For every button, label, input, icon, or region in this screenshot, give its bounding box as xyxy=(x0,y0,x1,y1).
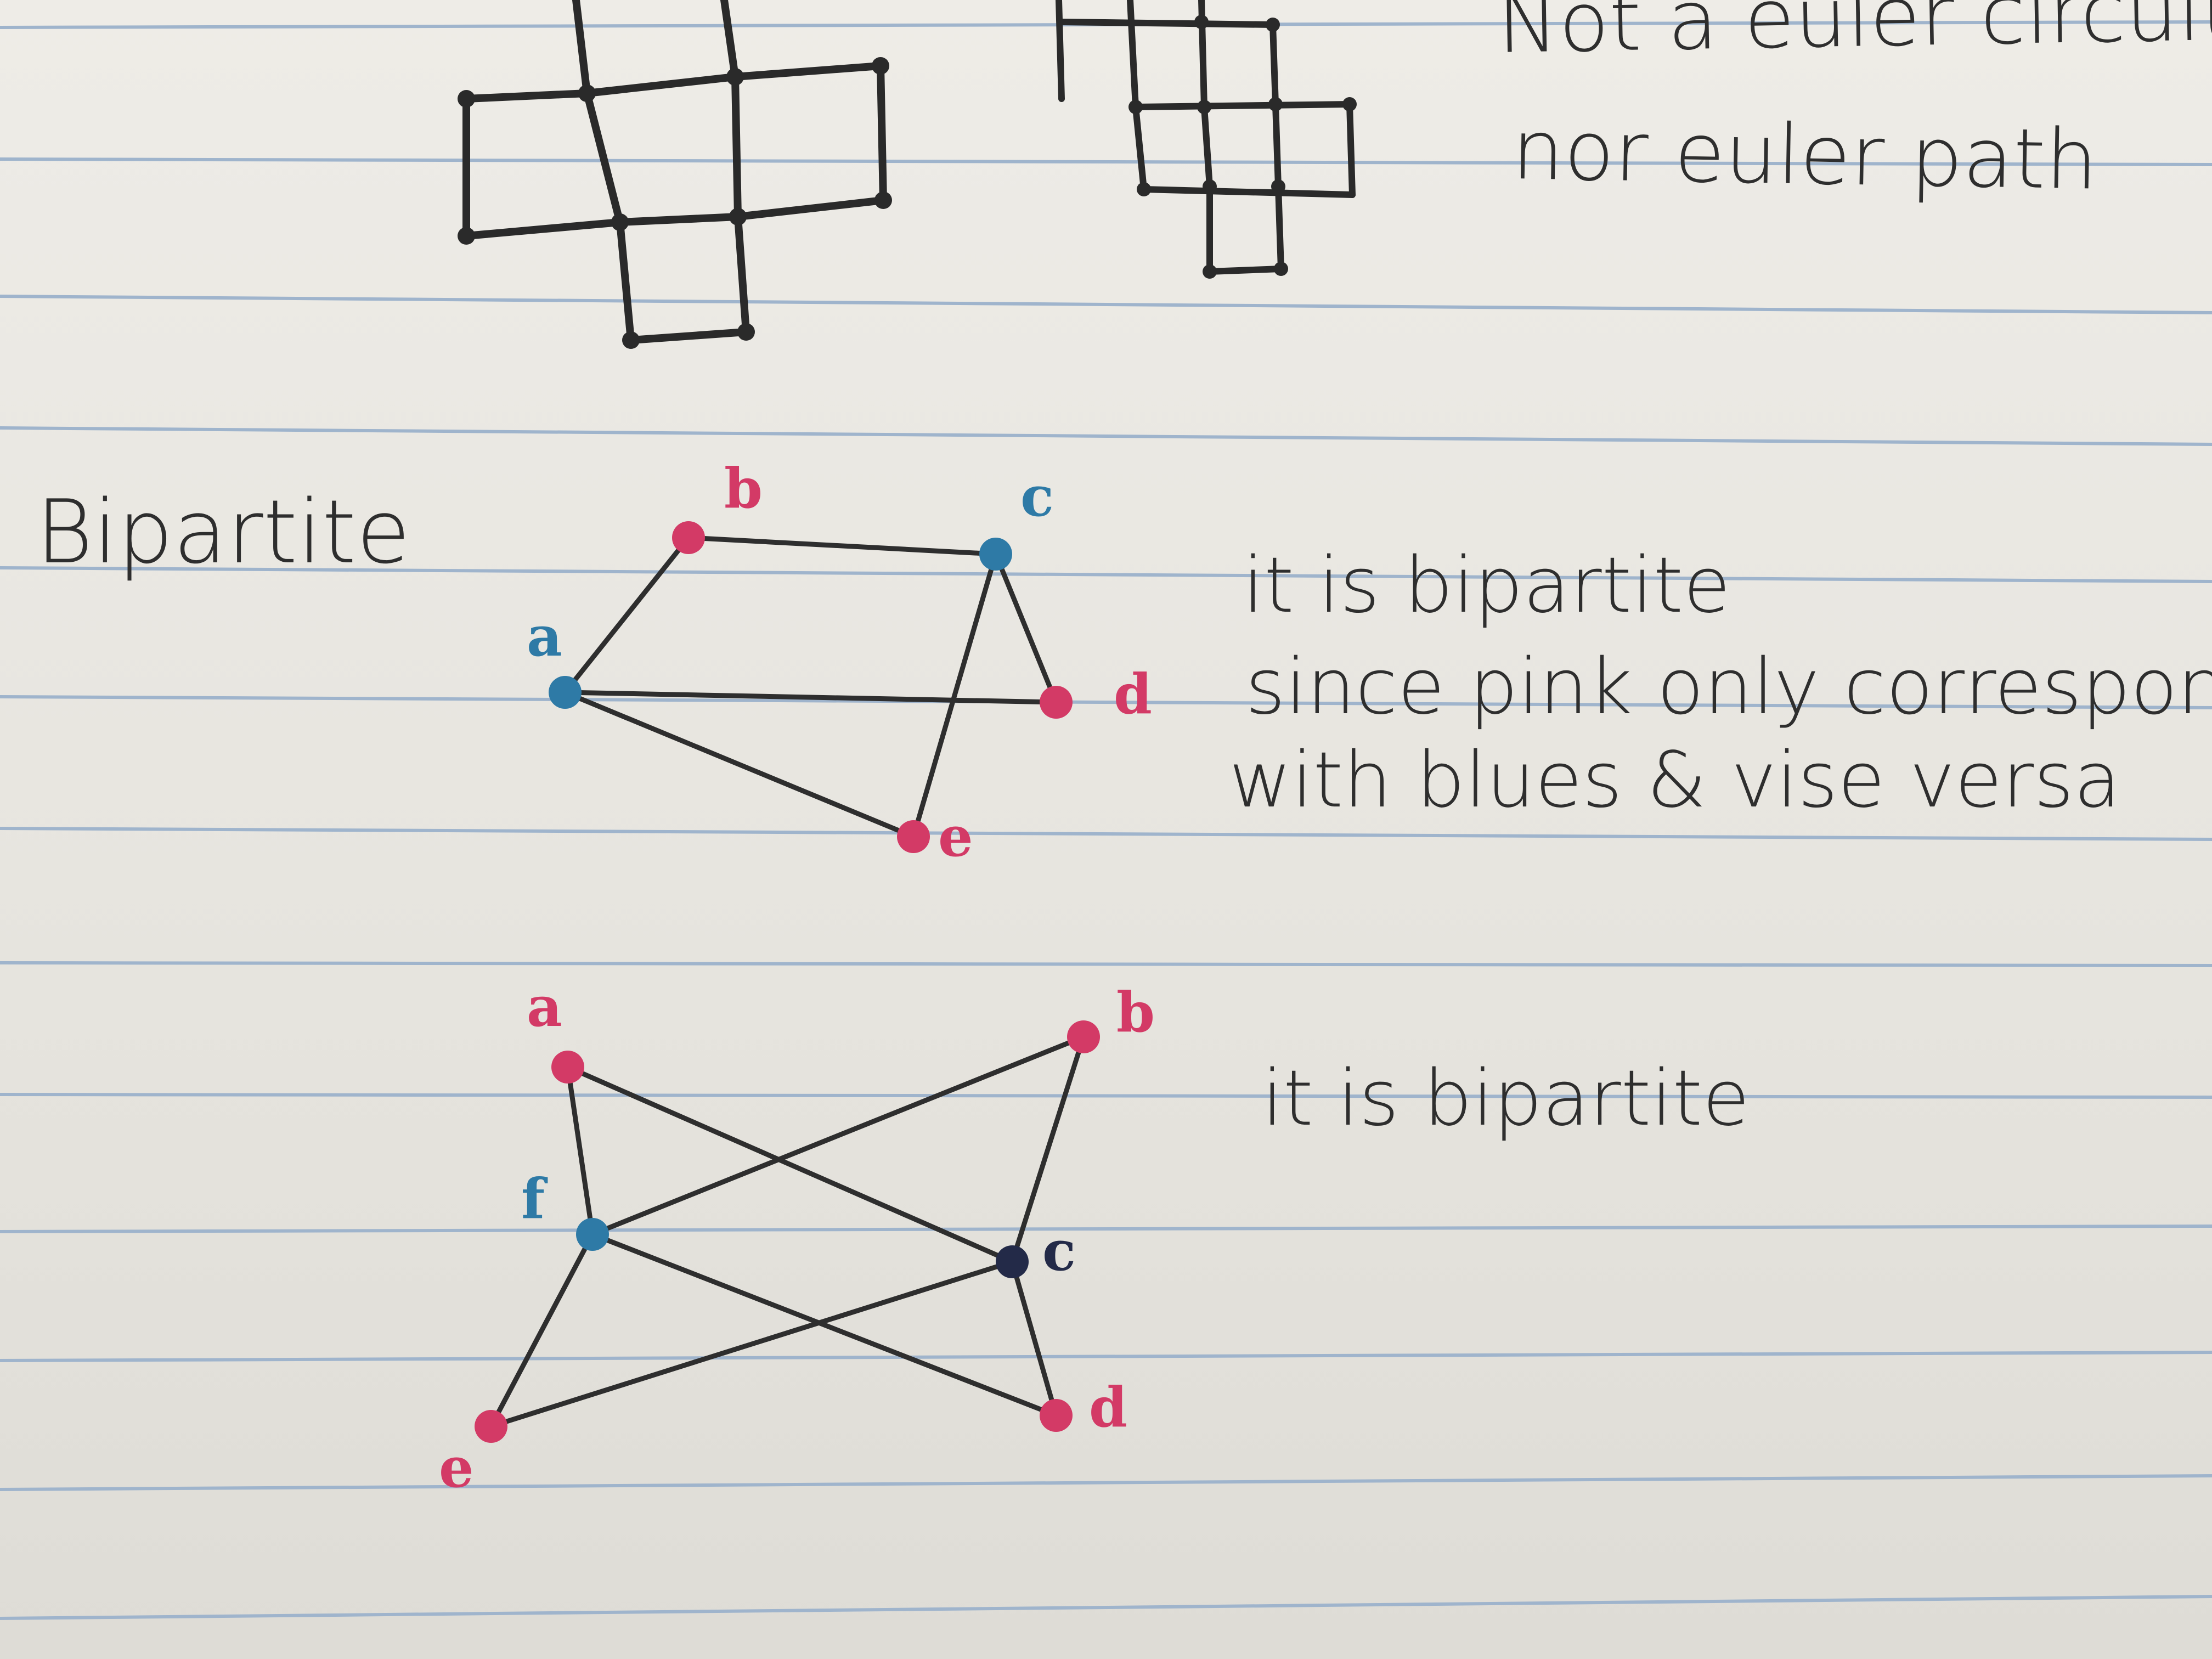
graph-edge xyxy=(1206,266,1284,275)
ruled-line xyxy=(0,157,2212,166)
graph1-edge-c-e xyxy=(911,551,998,839)
graph-edge xyxy=(462,196,887,240)
graph-vertex xyxy=(1194,15,1209,29)
graph2-edges xyxy=(488,1034,1086,1429)
graph1-node-d xyxy=(1040,686,1073,719)
graph1-edges xyxy=(562,535,1059,839)
graph-edge xyxy=(877,62,887,204)
graph1-note-line1: it is bipartite xyxy=(1243,541,1730,630)
graph1-edge-a-b xyxy=(562,535,691,695)
graph-vertex xyxy=(1137,182,1151,196)
graph-edge xyxy=(1132,101,1356,198)
graph1-edge-b-c xyxy=(686,535,998,557)
graph-vertex xyxy=(458,227,475,245)
graph-vertex xyxy=(874,191,892,209)
graph1-node-label-a: a xyxy=(527,604,562,669)
graph1-node-a xyxy=(549,676,582,709)
graph1-note-line3: with blues & vise versa xyxy=(1229,736,2121,825)
graph2-edge-f-d xyxy=(590,1232,1059,1418)
graph-vertex xyxy=(1274,262,1288,276)
euler-note-line2: nor euler path xyxy=(1511,103,2098,208)
graph-edge xyxy=(1056,0,1065,102)
graph-vertex xyxy=(1342,97,1357,111)
ruled-line xyxy=(0,426,2212,446)
graph-vertex xyxy=(1203,264,1217,279)
graph-vertex xyxy=(458,90,475,108)
ruled-line xyxy=(0,295,2212,314)
grid-graph-right xyxy=(1056,0,1357,279)
graph1-node-label-c: c xyxy=(1020,464,1054,529)
graph2-note-line1: it is bipartite xyxy=(1262,1054,1750,1143)
euler-note-line1: Not a euler circuit xyxy=(1497,0,2212,72)
graph1-node-label-b: b xyxy=(724,456,763,521)
graph2-edge-b-c xyxy=(1009,1034,1086,1265)
graph-edge xyxy=(462,62,884,103)
ruled-line xyxy=(0,566,2212,583)
ruled-line xyxy=(0,1093,2212,1099)
graph-edge xyxy=(1198,0,1213,275)
graph-vertex xyxy=(1128,100,1143,114)
ruled-line xyxy=(0,827,2212,841)
graph-vertex xyxy=(578,84,596,102)
graph-vertex xyxy=(726,68,744,86)
graph1-edge-a-d xyxy=(562,690,1059,705)
grid-graph-left xyxy=(458,0,892,349)
graph-vertex xyxy=(737,323,755,341)
graph2-edge-a-c xyxy=(565,1064,1015,1265)
graph2-node-d xyxy=(1040,1399,1073,1432)
graph2-node-f xyxy=(576,1218,609,1251)
graph2-edge-c-d xyxy=(1009,1259,1059,1418)
graph2-edge-f-b xyxy=(590,1034,1086,1237)
graph-vertex xyxy=(1266,18,1280,32)
bipartite-section-title: Bipartite xyxy=(36,481,410,583)
graph2-node-label-f: f xyxy=(521,1166,548,1231)
graph2-node-e xyxy=(475,1410,507,1443)
graph2-node-label-a: a xyxy=(527,974,562,1039)
graph-vertex xyxy=(611,213,629,231)
graph2-node-label-d: d xyxy=(1089,1375,1127,1440)
graph-edge xyxy=(1058,19,1276,28)
graph1-node-c xyxy=(979,538,1012,571)
graph1-node-label-d: d xyxy=(1114,662,1152,726)
graph2-edge-f-e xyxy=(488,1232,595,1429)
graph2-node-c xyxy=(996,1245,1029,1278)
graph1-node-e xyxy=(897,820,930,853)
graph-vertex xyxy=(1268,97,1283,111)
graph1-edge-a-e xyxy=(562,690,916,839)
graph1-node-label-e: e xyxy=(938,804,973,869)
graph2-nodes: a b f c d e xyxy=(439,974,1155,1500)
graph2-node-label-e: e xyxy=(439,1435,474,1500)
ruled-line xyxy=(0,1595,2212,1620)
graph-vertex xyxy=(622,331,640,349)
graph-edge xyxy=(572,0,635,344)
graph-vertex xyxy=(1203,179,1217,194)
ruled-line xyxy=(0,695,2212,709)
graph2-node-label-c: c xyxy=(1042,1218,1076,1283)
graph2-edge-a-f xyxy=(565,1064,595,1237)
graph2-node-b xyxy=(1067,1020,1100,1053)
graph-edge xyxy=(720,0,750,336)
ruled-line xyxy=(0,1474,2212,1491)
graph-edge xyxy=(1269,21,1284,272)
graph2-node-label-b: b xyxy=(1116,980,1155,1045)
graph1-note-line2: since pink only corresponds xyxy=(1245,642,2212,732)
graph-vertex xyxy=(729,208,747,225)
graph1-nodes: a b c d e xyxy=(527,456,1152,869)
graph2-edge-e-c xyxy=(488,1259,1015,1429)
graph-vertex xyxy=(1197,100,1211,114)
graph-edge xyxy=(1141,186,1356,198)
ruled-line xyxy=(0,1351,2212,1362)
graph-vertex xyxy=(872,57,889,75)
graph-edge xyxy=(627,328,750,344)
ruled-line xyxy=(0,1224,2212,1233)
graph1-edge-c-d xyxy=(993,551,1059,705)
ruled-lines xyxy=(0,20,2212,1620)
ruled-line xyxy=(0,961,2212,967)
graph2-node-a xyxy=(551,1051,584,1084)
graph-vertex xyxy=(1271,179,1285,194)
graph1-node-b xyxy=(672,521,705,554)
